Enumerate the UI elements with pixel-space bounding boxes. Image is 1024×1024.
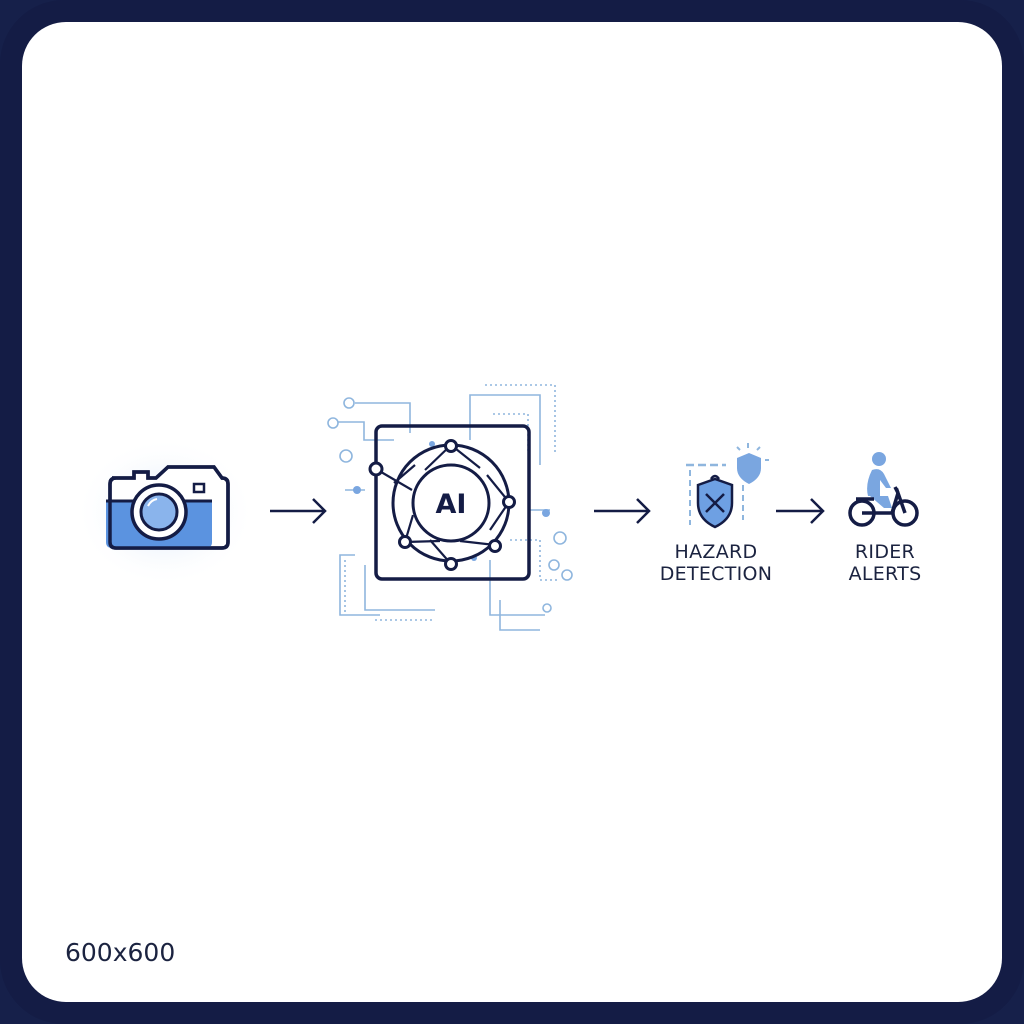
dimension-label: 600x600 [65,938,176,967]
camera-icon [75,437,255,587]
rider-label-line1: RIDER [854,541,916,563]
rider-label-line2: ALERTS [848,563,922,585]
hazard-detection-label: HAZARD DETECTION [636,541,796,585]
arrow-icon [270,498,327,524]
arrow-icon [594,498,651,524]
arrow-icon [776,498,825,524]
hazard-label-line2: DETECTION [659,563,773,585]
ai-label: AI [436,489,467,520]
hazard-label-line1: HAZARD [674,541,758,563]
rider-alerts-label: RIDER ALERTS [805,541,965,585]
ai-network-icon: AI [327,384,573,631]
shield-icon [686,443,769,529]
bike-rider-icon [848,452,919,527]
